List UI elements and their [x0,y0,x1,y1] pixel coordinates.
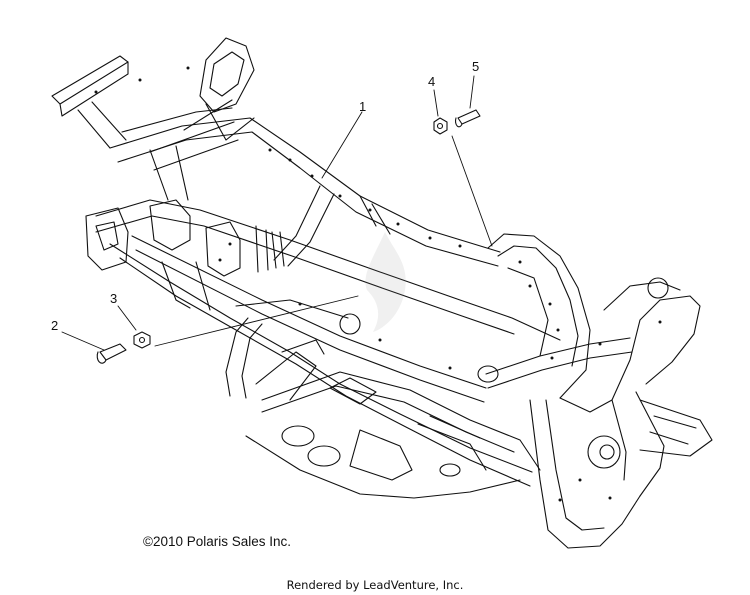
callout-4: 4 [428,74,436,89]
leader-line-5 [469,75,475,109]
leader-line-3b [154,295,359,347]
bolt-part-5 [454,109,481,128]
callout-2: 2 [51,318,59,333]
rendered-by-text: Rendered by LeadVenture, Inc. [286,578,464,592]
nut-part-3 [133,331,151,349]
leader-line-4 [433,89,439,117]
callout-3: 3 [110,291,118,306]
copyright-text: ©2010 Polaris Sales Inc. [143,534,292,549]
watermark-logo [365,232,406,332]
bolt-part-2 [96,343,127,364]
callout-1: 1 [359,99,367,114]
leader-lines [61,75,493,351]
leader-line-4b [451,135,493,247]
callout-5: 5 [472,59,480,74]
leader-line-2 [61,331,105,351]
leader-line-1 [321,111,363,179]
leader-line-3 [117,305,137,331]
main-frame [51,37,713,549]
nut-part-4 [433,117,448,135]
